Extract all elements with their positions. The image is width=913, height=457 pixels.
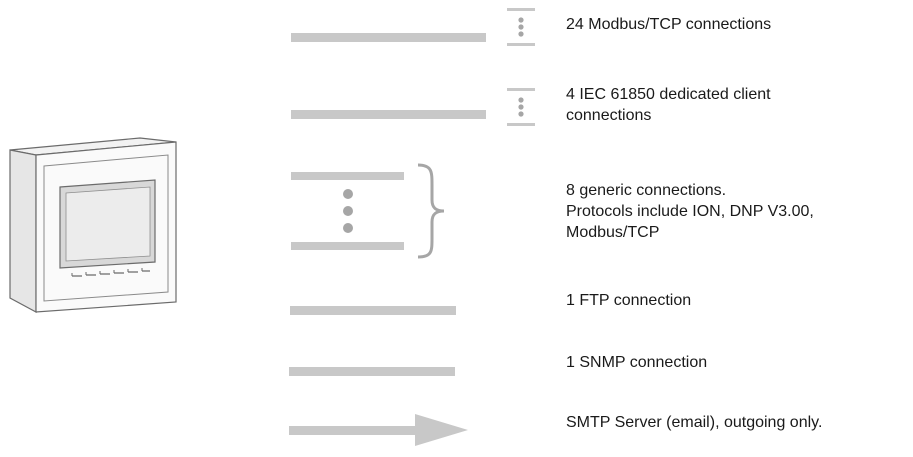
- connection-row-1-lines: [291, 8, 535, 46]
- connection-label-snmp: 1 SNMP connection: [566, 354, 708, 371]
- outgoing-arrow-icon: [289, 414, 468, 446]
- connection-bar-top: [291, 172, 404, 180]
- ellipsis-dot: [343, 206, 353, 216]
- connection-label-iec61850: 4 IEC 61850 dedicated client connections: [566, 86, 771, 124]
- ellipsis-dot: [518, 31, 524, 37]
- ellipsis-dot: [518, 17, 524, 23]
- connection-label-generic: 8 generic connections. Protocols include…: [566, 182, 814, 241]
- connection-bar: [291, 110, 486, 119]
- stack-bar-bottom: [507, 43, 535, 46]
- stack-bar-top: [507, 8, 535, 11]
- connection-row-4-bar: [290, 306, 456, 315]
- ellipsis-dot: [343, 223, 353, 233]
- ellipsis-dot: [518, 24, 524, 30]
- ellipsis-dot: [518, 111, 524, 117]
- connection-label-smtp: SMTP Server (email), outgoing only.: [566, 414, 823, 431]
- connection-label-modbus: 24 Modbus/TCP connections: [566, 16, 772, 33]
- connection-bar: [291, 33, 486, 42]
- power-meter-icon: [9, 137, 177, 314]
- connection-row-5-bar: [289, 367, 455, 376]
- connection-row-2-lines: [291, 88, 535, 126]
- connection-row-3-lines: [291, 163, 445, 259]
- stack-bar-top: [507, 88, 535, 91]
- ellipsis-dot: [343, 189, 353, 199]
- stack-bar-bottom: [507, 123, 535, 126]
- connection-bar-bottom: [291, 242, 404, 250]
- connection-label-ftp: 1 FTP connection: [566, 292, 692, 309]
- ellipsis-dot: [518, 104, 524, 110]
- ellipsis-dot: [518, 97, 524, 103]
- curly-bracket: [417, 163, 445, 259]
